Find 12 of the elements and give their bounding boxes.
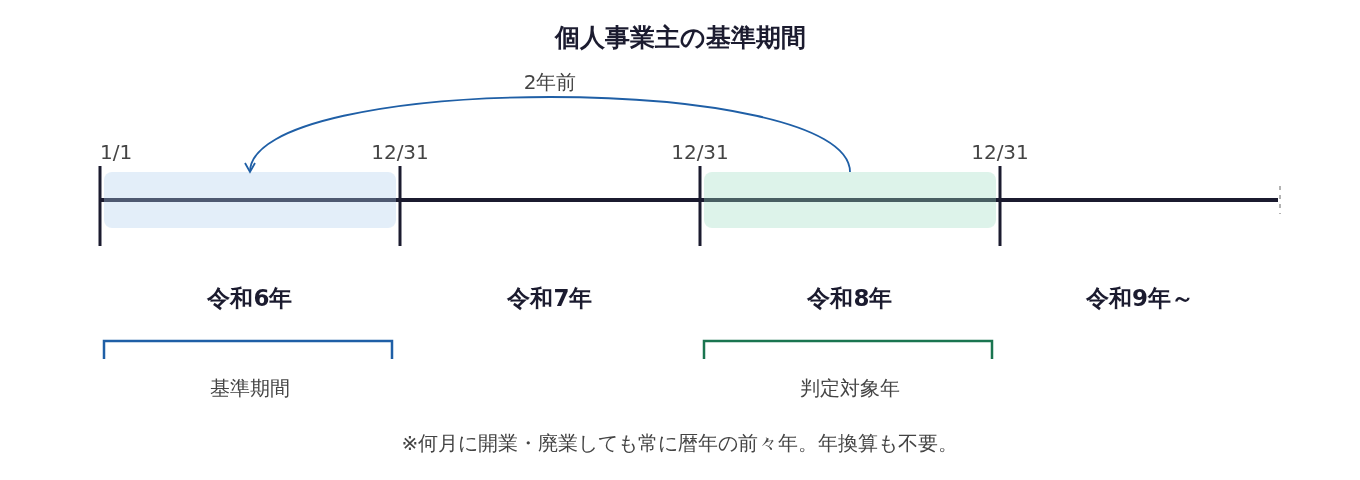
note-text: ※何月に開業・廃業しても常に暦年の前々年。年換算も不要。 <box>401 430 959 456</box>
date-label: 1/1 <box>100 139 133 165</box>
year-label: 令和6年 <box>207 283 293 313</box>
bracket-label: 判定対象年 <box>800 375 900 401</box>
period-band <box>104 172 396 228</box>
bracket-label: 基準期間 <box>210 375 290 401</box>
year-label: 令和9年～ <box>1086 283 1194 313</box>
year-label: 令和8年 <box>807 283 893 313</box>
period-band <box>704 172 996 228</box>
title: 個人事業主の基準期間 <box>554 22 806 54</box>
year-label: 令和7年 <box>507 283 593 313</box>
date-label: 12/31 <box>971 139 1029 165</box>
